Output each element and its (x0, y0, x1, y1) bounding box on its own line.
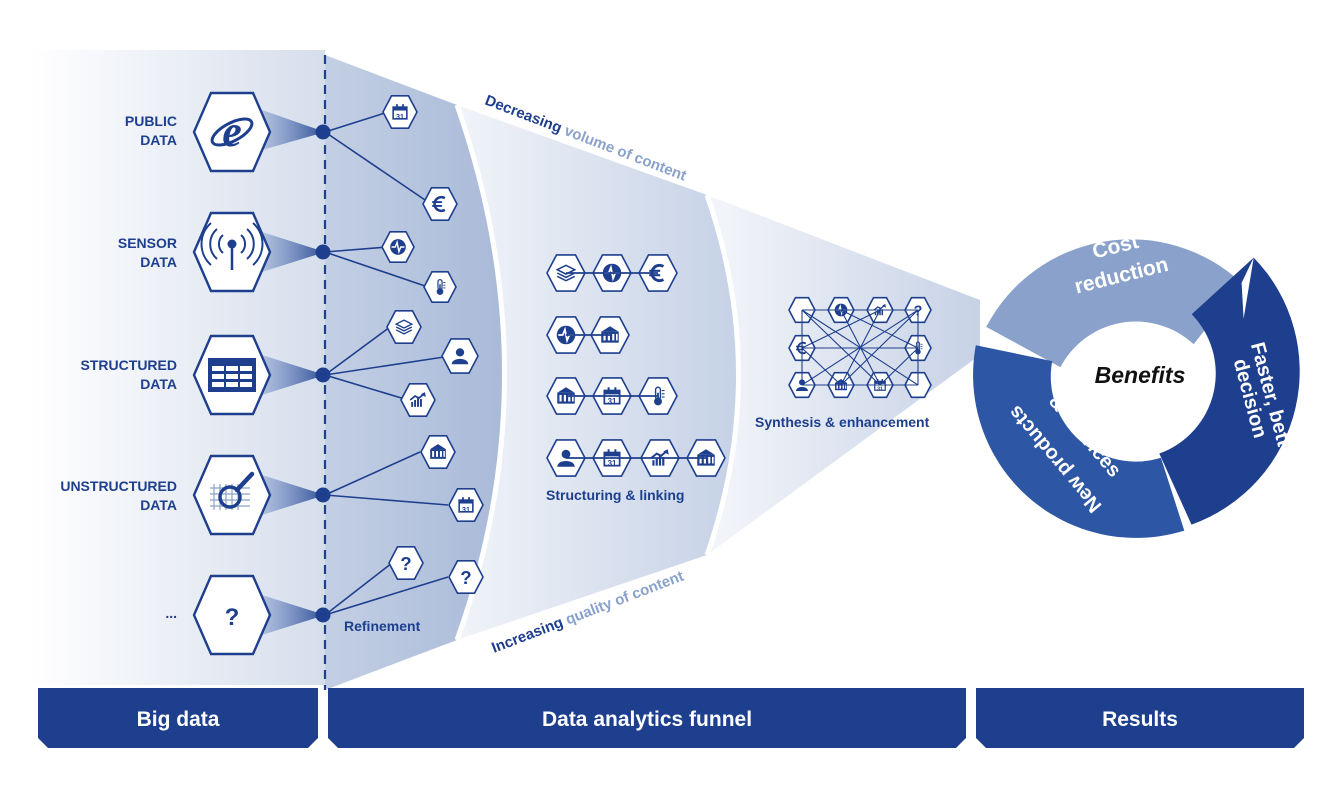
source-label-other: ... (165, 605, 177, 621)
synthesis-network (801, 309, 919, 386)
stack-hexagon (386, 310, 422, 344)
benefit-segment-decision (1159, 257, 1300, 525)
structuring-label: Structuring & linking (546, 487, 684, 503)
source-label-sensor: SENSOR (118, 235, 177, 251)
magnifier-icon (210, 471, 255, 510)
euro-hexagon (422, 187, 458, 221)
table-icon (208, 358, 256, 392)
node-dots (315, 124, 331, 623)
benefit-segment-cost (986, 239, 1242, 368)
svg-text:e: e (222, 107, 242, 156)
refinement-label: Refinement (344, 618, 421, 634)
calendar-day-label: 31 (462, 506, 470, 514)
banner-results: Results (976, 688, 1304, 748)
structured-data-hexagon (192, 334, 272, 416)
internet-explorer-icon: e (210, 107, 254, 156)
source-label-structured-2: DATA (140, 376, 177, 392)
benefit-segment-products (973, 345, 1185, 538)
sensor-data-hexagon (192, 211, 272, 293)
pulse-hexagon (381, 231, 415, 264)
benefits-ring: Benefits (973, 239, 1300, 538)
stage-divider (704, 194, 741, 556)
synthesis-label: Synthesis & enhancement (755, 414, 930, 430)
banner-big-data: Big data (38, 688, 318, 748)
question-icon: ? (460, 567, 471, 588)
calendar-day-label: 31 (608, 459, 617, 468)
source-label-public: PUBLIC (125, 113, 177, 129)
antenna-icon (200, 222, 264, 270)
structuring-links (566, 272, 706, 459)
branch-lines (324, 111, 449, 616)
calendar-day-label: 31 (608, 397, 617, 406)
banner-results-label: Results (1102, 708, 1178, 731)
question-hexagon: ? (388, 546, 424, 580)
question-icon: ? (400, 553, 411, 574)
source-label-structured: STRUCTURED (81, 357, 177, 373)
calendar-hexagon: 31 (448, 488, 484, 522)
calendar-day-label: 31 (396, 113, 404, 121)
refinement-stage (325, 55, 505, 690)
question-icon: ? (225, 604, 240, 631)
benefits-center-label: Benefits (1095, 362, 1186, 388)
other-data-hexagon: ? (192, 574, 272, 656)
source-beams (262, 110, 325, 635)
bank-hexagon (420, 435, 456, 469)
banner-funnel: Data analytics funnel (328, 688, 966, 748)
source-label-unstructured: UNSTRUCTURED (60, 478, 177, 494)
person-hexagon (441, 338, 479, 374)
pulse-icon (389, 238, 407, 256)
question-hexagon: ? (448, 560, 484, 594)
thermo-hexagon (423, 270, 457, 304)
calendar-day-label: 31 (877, 386, 883, 392)
source-label-sensor-2: DATA (140, 254, 177, 270)
banner-funnel-label: Data analytics funnel (542, 708, 752, 731)
source-label-public-2: DATA (140, 132, 177, 148)
source-label-unstructured-2: DATA (140, 497, 177, 513)
public-data-hexagon: e (192, 91, 272, 173)
chart-hexagon (400, 383, 436, 417)
calendar-hexagon: 31 (382, 95, 418, 129)
banner-big-data-label: Big data (137, 708, 220, 731)
structuring-stage (457, 105, 739, 640)
unstructured-data-hexagon (192, 454, 272, 536)
stage-divider (454, 104, 507, 641)
